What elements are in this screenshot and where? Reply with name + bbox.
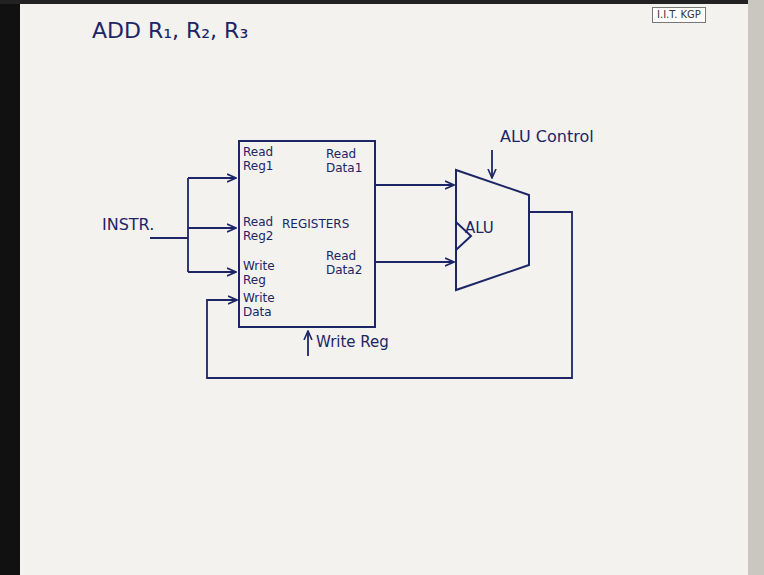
control-arrow [491, 150, 493, 178]
port-name: Read Reg1 [243, 146, 277, 174]
alu-symbol: ALU [455, 168, 530, 292]
dark-border [0, 0, 764, 4]
register-file-box: REGISTERS Read Reg1Read Reg2Write RegWrit… [238, 140, 376, 328]
slide-title: ADD R₁, R₂, R₃ [92, 18, 248, 43]
port-name: Read Reg2 [243, 216, 277, 244]
port-name: Write Reg [243, 260, 277, 288]
port-name: Write Data [243, 292, 277, 320]
diagram-label: Write Reg [316, 334, 389, 351]
data-wire [376, 184, 454, 186]
port-name: Read Data2 [326, 250, 372, 278]
instr-wire [188, 177, 236, 179]
data-wire [376, 261, 454, 263]
control-arrow [307, 331, 309, 356]
port-name: Read Data1 [326, 148, 372, 176]
node-title: REGISTERS [282, 218, 349, 232]
instr-wire [188, 271, 236, 273]
node-title: ALU [465, 220, 494, 237]
diagram-label: INSTR. [102, 216, 154, 234]
instr-bus [187, 178, 189, 272]
page-shadow [748, 0, 764, 575]
alu-outline [456, 170, 529, 290]
logo-tag: I.I.T. KGP [652, 7, 706, 23]
instr-wire [188, 227, 236, 229]
dark-border [0, 0, 20, 575]
diagram-label: ALU Control [500, 128, 594, 146]
instr-wire [150, 237, 188, 239]
